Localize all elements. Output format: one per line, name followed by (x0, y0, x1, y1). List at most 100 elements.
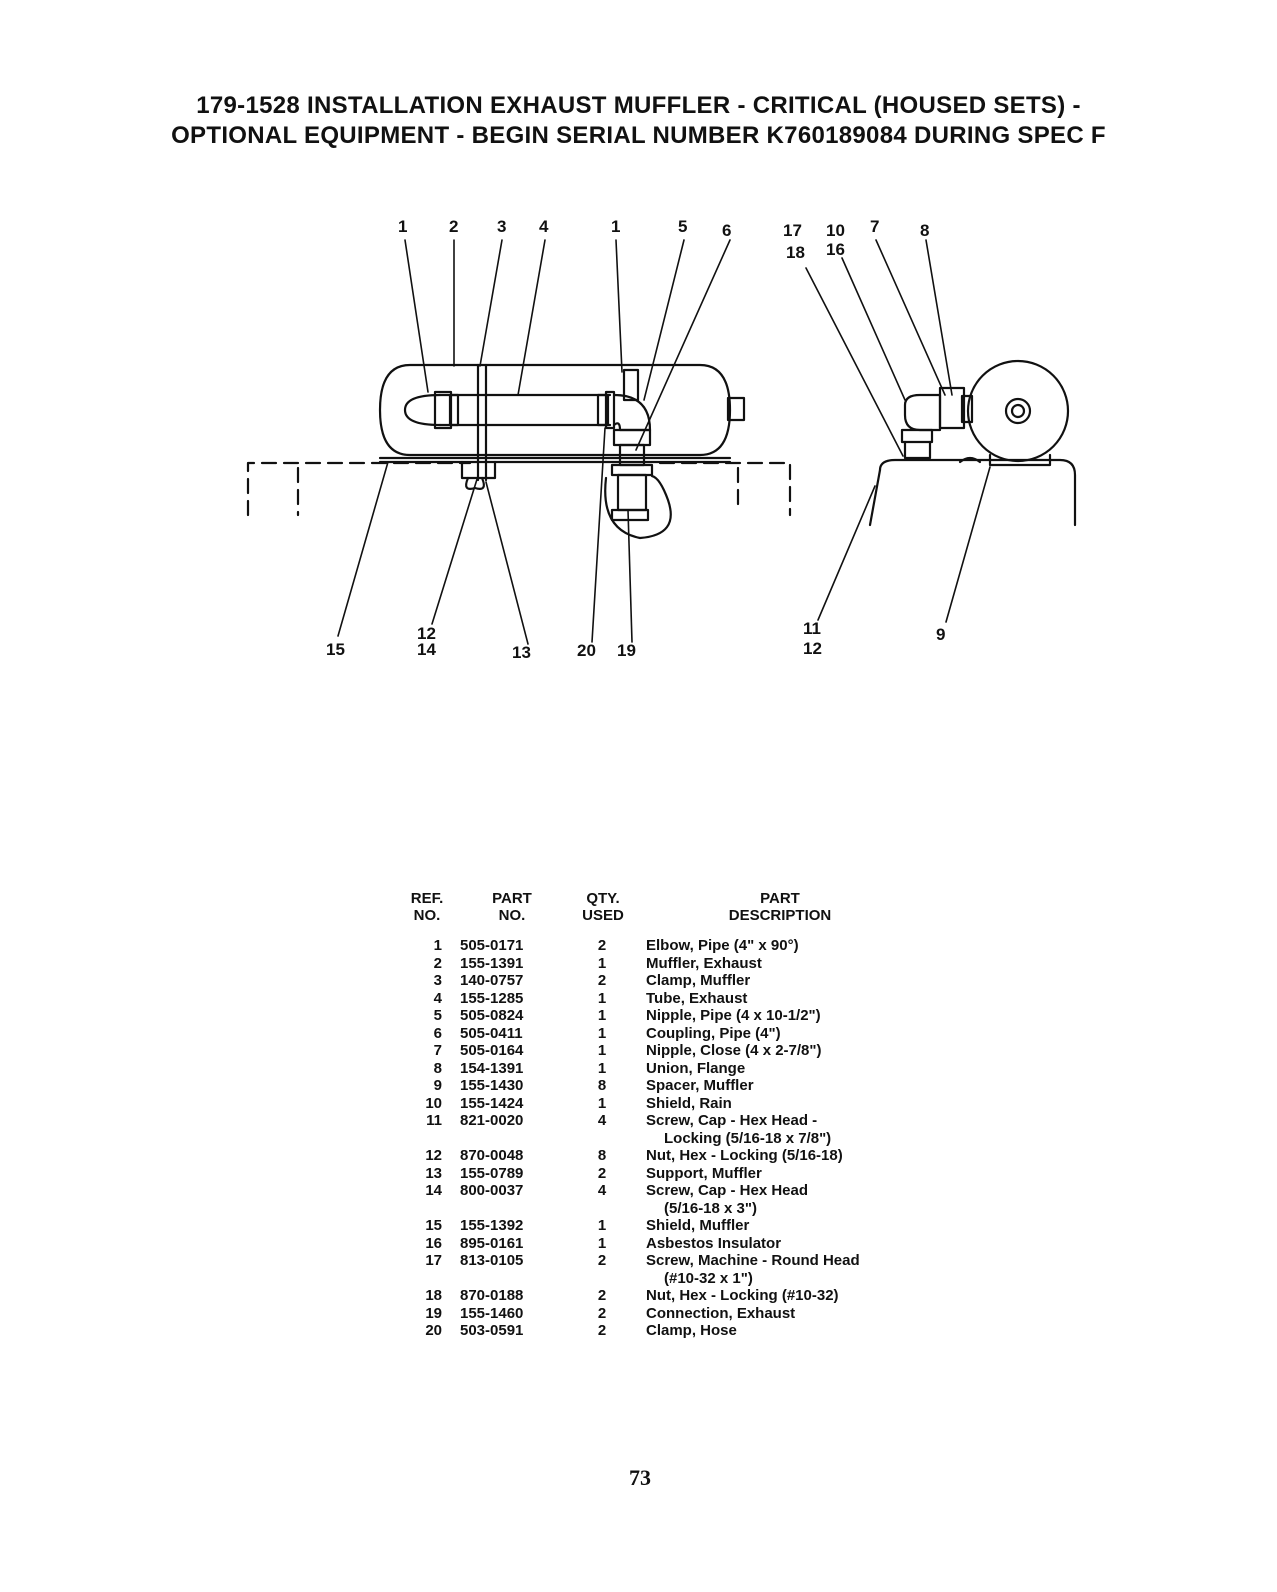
callout-18: 18 (786, 243, 805, 262)
callout-15: 15 (326, 640, 345, 659)
table-row-continuation: Locking (5/16-18 x 7/8") (410, 1130, 910, 1147)
callout-12-right: 12 (803, 639, 822, 658)
cell-ref: 20 (425, 1322, 442, 1339)
cell-qty: 4 (597, 1112, 607, 1129)
title-line-2: OPTIONAL EQUIPMENT - BEGIN SERIAL NUMBER… (171, 122, 1106, 149)
cell-desc: Screw, Cap - Hex Head (646, 1182, 809, 1199)
cell-part: 155-1392 (460, 1217, 524, 1234)
cell-part: 895-0161 (460, 1234, 524, 1252)
callout-5: 5 (678, 217, 687, 236)
cell-ref: 7 (433, 1042, 442, 1059)
callout-19: 19 (617, 641, 636, 660)
cell-part: 154-1391 (460, 1059, 524, 1077)
table-row: 9 155-1430 8 Spacer, Muffler (410, 1077, 910, 1094)
table-row-continuation: (#10-32 x 1") (410, 1270, 910, 1287)
table-row: 5 505-0824 1 Nipple, Pipe (4 x 10-1/2") (410, 1007, 910, 1024)
table-row-continuation: (5/16-18 x 3") (410, 1200, 910, 1217)
cell-desc: Clamp, Muffler (646, 972, 751, 989)
callout-4: 4 (539, 217, 549, 236)
callout-12-left: 12 (417, 624, 436, 643)
cell-ref: 3 (433, 972, 442, 989)
cell-desc: Nut, Hex - Locking (#10-32) (646, 1287, 839, 1304)
cell-qty: 2 (597, 1287, 607, 1304)
table-row: 11 821-0020 4 Screw, Cap - Hex Head - (410, 1112, 910, 1129)
cell-qty: 8 (597, 1077, 607, 1094)
cell-ref: 4 (433, 989, 442, 1007)
cell-part: 821-0020 (460, 1112, 524, 1129)
callout-14: 14 (417, 640, 436, 659)
cell-desc: Elbow, Pipe (4" x 90°) (646, 937, 799, 954)
cell-ref: 13 (425, 1164, 442, 1182)
cell-desc: Screw, Cap - Hex Head - (646, 1112, 818, 1129)
page-number: 73 (629, 1465, 651, 1490)
cell-part: 505-0164 (460, 1042, 524, 1059)
callout-7: 7 (870, 217, 879, 236)
cell-desc: Tube, Exhaust (646, 989, 748, 1007)
cell-ref: 17 (425, 1252, 442, 1269)
cell-part: 505-0411 (460, 1024, 523, 1042)
cell-desc: Nipple, Pipe (4 x 10-1/2") (646, 1007, 821, 1024)
muffler-end-view (868, 359, 1077, 527)
cell-desc: Asbestos Insulator (646, 1234, 782, 1252)
cell-ref: 15 (425, 1217, 442, 1234)
cell-qty: 2 (597, 1164, 607, 1182)
header-ref: REF.NO. (410, 890, 444, 924)
cell-ref: 11 (426, 1112, 442, 1129)
cell-desc: Shield, Rain (646, 1094, 732, 1112)
cell-desc: Union, Flange (646, 1059, 746, 1077)
callout-20: 20 (577, 641, 596, 660)
cell-qty: 1 (597, 1059, 607, 1077)
cell-qty: 1 (597, 1042, 607, 1059)
cell-qty: 2 (597, 937, 607, 954)
cell-desc: Spacer, Muffler (646, 1077, 754, 1094)
cell-qty: 2 (597, 1304, 607, 1322)
cell-ref: 5 (433, 1007, 442, 1024)
cell-desc: Muffler, Exhaust (646, 954, 762, 972)
cell-desc: Screw, Machine - Round Head (646, 1252, 860, 1269)
title-line-1: 179-1528 INSTALLATION EXHAUST MUFFLER - … (196, 92, 1081, 119)
cell-part: 505-0824 (460, 1007, 524, 1024)
callout-13: 13 (512, 643, 531, 662)
cell-desc-continued: (5/16-18 x 3") (664, 1199, 757, 1217)
cell-part: 813-0105 (460, 1252, 524, 1269)
cell-part: 140-0757 (460, 972, 524, 989)
housing-outline-left (246, 461, 792, 517)
cell-desc: Coupling, Pipe (4") (646, 1024, 781, 1042)
cell-desc: Clamp, Hose (646, 1322, 737, 1339)
cell-part: 503-0591 (460, 1322, 524, 1339)
cell-desc: Support, Muffler (646, 1164, 762, 1182)
callout-8: 8 (920, 221, 929, 240)
cell-desc: Connection, Exhaust (646, 1304, 796, 1322)
cell-part: 870-0048 (460, 1147, 524, 1164)
cell-desc-continued: (#10-32 x 1") (664, 1269, 753, 1287)
cell-ref: 9 (433, 1077, 442, 1094)
cell-ref: 16 (425, 1234, 442, 1252)
callout-11: 11 (803, 619, 821, 638)
callout-2: 2 (449, 217, 458, 236)
cell-qty: 1 (597, 1234, 607, 1252)
cell-part: 800-0037 (460, 1182, 524, 1199)
callout-6: 6 (722, 221, 731, 240)
cell-part: 155-1460 (460, 1304, 524, 1322)
cell-ref: 19 (425, 1304, 442, 1322)
cell-qty: 1 (597, 1007, 607, 1024)
cell-part: 870-0188 (460, 1287, 524, 1304)
callout-1-left: 1 (398, 217, 407, 236)
callout-3: 3 (497, 217, 506, 236)
cell-part: 155-1430 (460, 1077, 524, 1094)
cell-qty: 1 (597, 954, 607, 972)
